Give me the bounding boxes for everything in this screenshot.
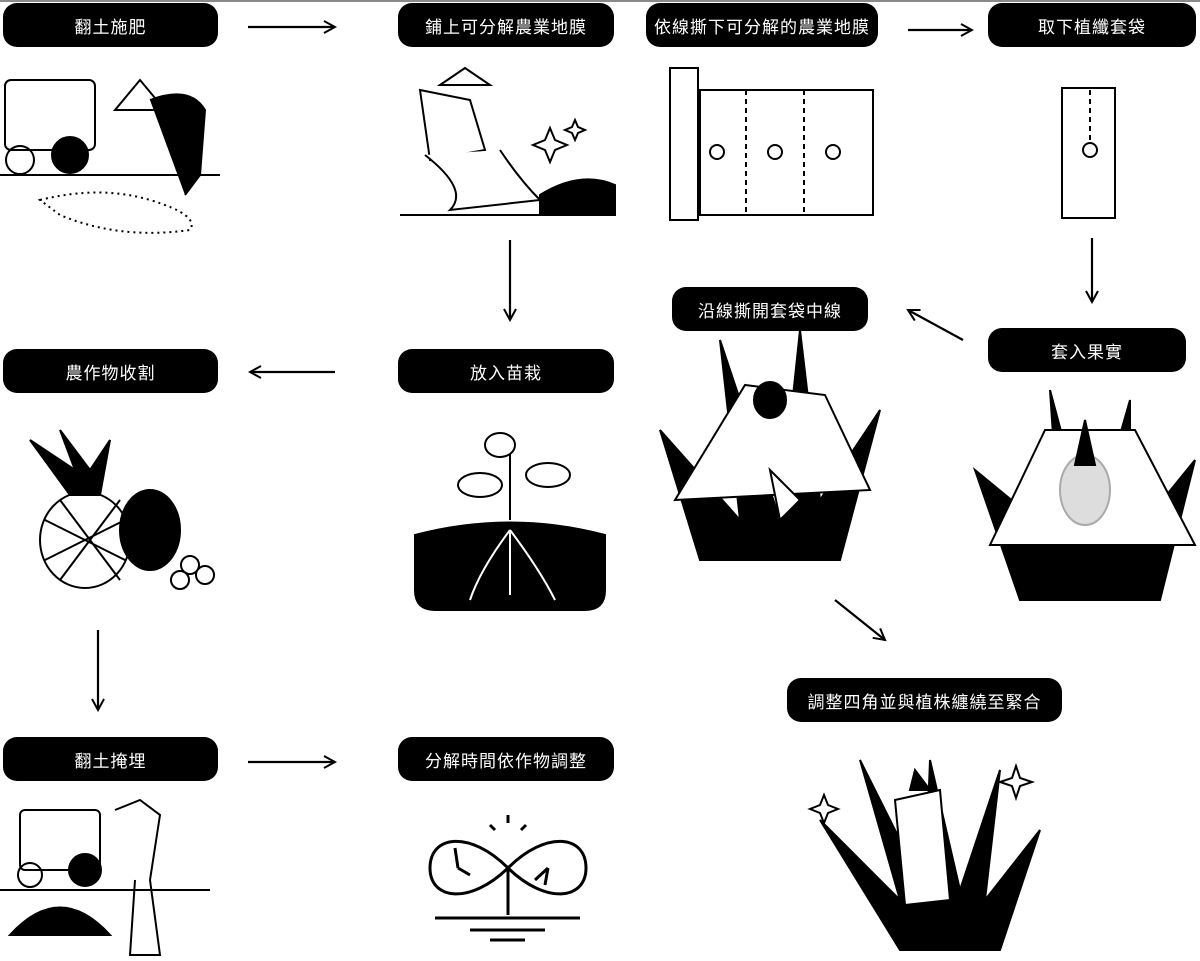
lay-mulch-illustration [400, 66, 616, 216]
fiber-bag-illustration [1061, 87, 1116, 219]
label-tear-bag-center: 沿線撕開套袋中線 [672, 287, 868, 331]
label-lay-mulch-film: 鋪上可分解農業地膜 [398, 3, 614, 47]
label-plow-fertilize: 翻土施肥 [3, 3, 218, 47]
plow-bury-illustration [0, 798, 210, 956]
fertilize-illustration [0, 78, 220, 234]
label-adjust-corners: 調整四角並與植株纏繞至緊合 [787, 678, 1062, 722]
arrow-down-right [834, 599, 885, 640]
label-harvest: 農作物收割 [3, 349, 218, 393]
harvest-illustration [29, 429, 215, 590]
seedling-illustration [414, 432, 606, 611]
label-remove-bag: 取下植纖套袋 [988, 3, 1196, 47]
arrow-up-left [908, 310, 964, 341]
top-divider [0, 0, 1200, 2]
label-tear-film: 依線撕下可分解的農業地膜 [646, 3, 878, 47]
wrapped-plant-illustration [807, 759, 1041, 951]
bagged-fruit-illustration [972, 389, 1197, 601]
label-plant-seedlings: 放入苗栽 [398, 349, 614, 393]
tearing-bag-illustration [659, 329, 881, 561]
infinity-clock-icon [428, 815, 588, 942]
label-cover-fruit: 套入果實 [988, 328, 1186, 372]
film-roll-illustration [669, 67, 874, 221]
label-decompose-time: 分解時間依作物調整 [398, 737, 614, 781]
label-plow-bury: 翻土掩埋 [3, 737, 218, 781]
